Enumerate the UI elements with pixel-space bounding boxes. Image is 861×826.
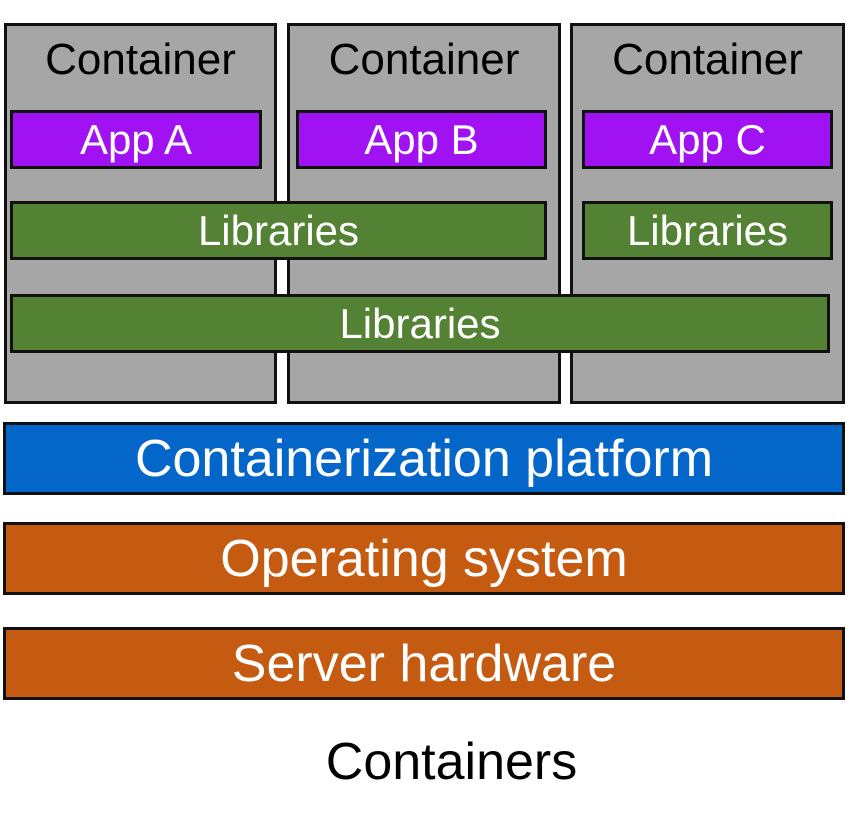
- app-a: App A: [10, 110, 262, 169]
- container-2-title: Container: [328, 35, 520, 84]
- app-b: App B: [296, 110, 547, 169]
- libraries-shared-all: Libraries: [10, 294, 830, 353]
- libraries-container-c: Libraries: [582, 201, 833, 260]
- container-3-title: Container: [612, 35, 803, 84]
- diagram-caption: Containers: [325, 733, 578, 791]
- libraries-shared-ab: Libraries: [10, 201, 547, 260]
- operating-system-layer: Operating system: [3, 522, 845, 595]
- server-hardware-layer: Server hardware: [3, 627, 845, 700]
- containerization-platform-layer: Containerization platform: [3, 422, 845, 495]
- container-1-title: Container: [45, 35, 236, 84]
- app-c: App C: [582, 110, 833, 169]
